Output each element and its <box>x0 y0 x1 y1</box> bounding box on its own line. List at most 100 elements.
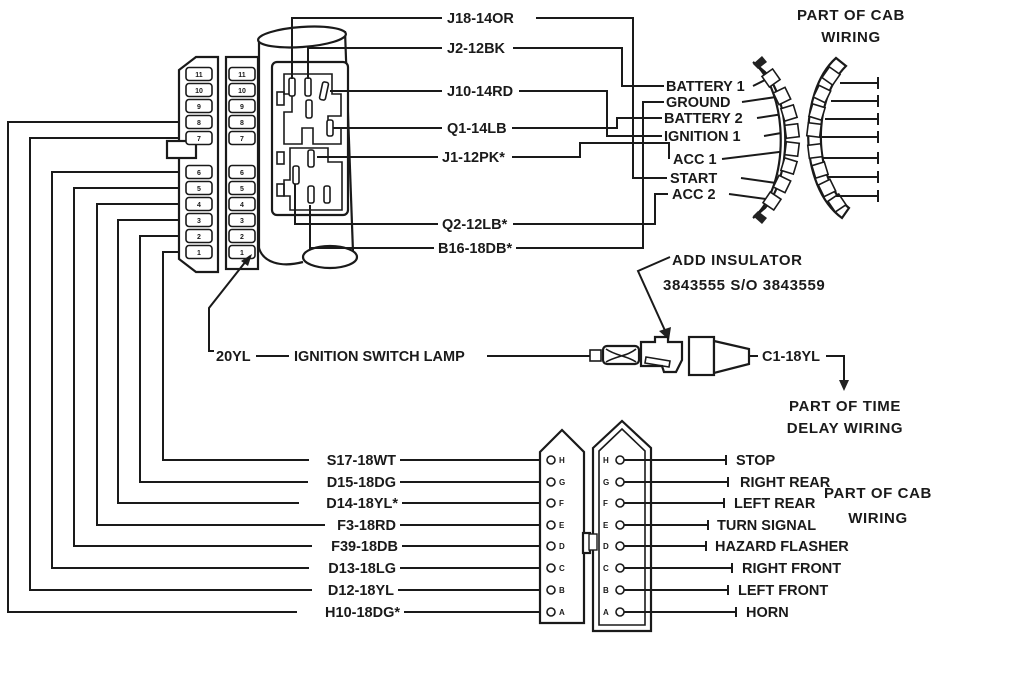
arc-key-tab <box>753 211 767 224</box>
switch-terminal-labels: BATTERY 1 GROUND BATTERY 2 IGNITION 1 AC… <box>664 79 788 203</box>
harness-wire-labels: S17-18WT D15-18DG D14-18YL* F3-18RD F39-… <box>325 453 547 621</box>
harness-label-d13: D13-18LG <box>328 561 396 577</box>
pin-number: 8 <box>197 120 201 127</box>
wire-label-j18: J18-14OR <box>447 11 514 27</box>
lamp-lead-label: C1-18YL <box>762 349 820 365</box>
pin-number: 9 <box>240 104 244 111</box>
harness-label-d15: D15-18DG <box>327 475 396 491</box>
terminal-acc-1: ACC 1 <box>673 152 717 168</box>
pin-number: 6 <box>240 170 244 177</box>
column-connector-block <box>270 60 350 217</box>
ignition-lamp-chain: 20YL IGNITION SWITCH LAMP C1-18YL <box>208 254 849 391</box>
pin-number: 8 <box>240 120 244 127</box>
pin-letter: A <box>603 608 609 617</box>
pin-letter: G <box>603 478 609 487</box>
lamp-terminal <box>589 349 602 362</box>
pin-letter: D <box>603 542 609 551</box>
terminal-acc-2: ACC 2 <box>672 187 716 203</box>
cab-wiring-caption-bottom: PART OF CAB WIRING <box>824 485 932 527</box>
harness-label-h10: H10-18DG* <box>325 605 400 621</box>
harness-label-f39: F39-18DB <box>331 539 398 555</box>
pin-number: 7 <box>240 136 244 143</box>
wire-label-j2: J2-12BK <box>447 41 506 57</box>
terminal-battery-1: BATTERY 1 <box>666 79 745 95</box>
harness-label-f3: F3-18RD <box>337 518 396 534</box>
circuit-left-rear: LEFT REAR <box>734 496 816 512</box>
wire-label-q1: Q1-14LB <box>447 121 507 137</box>
time-delay-caption: PART OF TIME DELAY WIRING <box>787 398 903 437</box>
pin-letter: B <box>559 586 565 595</box>
pin-number: 9 <box>197 104 201 111</box>
pin-number: 4 <box>197 202 201 209</box>
bulkhead-connector-2: 11 10 9 8 7 6 5 4 3 2 1 <box>224 55 260 271</box>
lamp-plug <box>712 339 751 375</box>
arrowhead <box>839 380 849 391</box>
note-line: ADD INSULATOR <box>672 252 803 269</box>
circuit-hazard-flasher: HAZARD FLASHER <box>715 539 849 555</box>
wire-label-j1: J1-12PK* <box>442 150 505 166</box>
pin-number: 1 <box>197 250 201 257</box>
pin-letter: E <box>559 521 565 530</box>
pin-number: 3 <box>240 218 244 225</box>
pin-letter: A <box>559 608 565 617</box>
pin-number: 10 <box>238 88 246 95</box>
circuit-left-front: LEFT FRONT <box>738 583 828 599</box>
pin-letter: G <box>559 478 565 487</box>
pin-letter: E <box>603 521 609 530</box>
pin-letter: B <box>603 586 609 595</box>
pin-letter: F <box>603 499 608 508</box>
circuit-stop: STOP <box>736 453 776 469</box>
pin-number: 11 <box>195 72 203 79</box>
pin-number: 1 <box>240 250 244 257</box>
wire-label-b16: B16-18DB* <box>438 241 512 257</box>
pin-number: 6 <box>197 170 201 177</box>
pin-number: 5 <box>240 186 244 193</box>
steering-column <box>257 25 359 270</box>
pin-letter: H <box>559 456 565 465</box>
pin-letter: H <box>603 456 609 465</box>
caption-line: DELAY WIRING <box>787 420 903 437</box>
caption-line: WIRING <box>848 510 907 527</box>
lamp-socket-body <box>687 335 716 377</box>
pin-number: 10 <box>195 88 203 95</box>
pin-letter: C <box>603 564 609 573</box>
lamp-wire-label: 20YL <box>216 349 251 365</box>
pin-letter: F <box>559 499 564 508</box>
arc-connector-left <box>752 56 801 224</box>
pin-number: 5 <box>197 186 201 193</box>
harness-label-d14: D14-18YL* <box>326 496 398 512</box>
pin-number: 11 <box>238 72 246 79</box>
pin-number: 2 <box>197 234 201 241</box>
circuit-turn-signal: TURN SIGNAL <box>717 518 816 534</box>
insulator-note: ADD INSULATOR 3843555 S/O 3843559 <box>636 252 825 340</box>
terminal-ground: GROUND <box>666 95 730 111</box>
circuit-right-rear: RIGHT REAR <box>740 475 831 491</box>
cab-wire-leads <box>822 77 879 202</box>
terminal-start: START <box>670 171 717 187</box>
terminal-ignition-1: IGNITION 1 <box>664 129 741 145</box>
cab-wiring-caption-top: PART OF CAB WIRING <box>797 7 905 46</box>
caption-line: PART OF CAB <box>797 7 905 24</box>
note-line: 3843555 S/O 3843559 <box>663 277 825 294</box>
caption-line: PART OF TIME <box>789 398 901 415</box>
column-wires: J18-14OR J2-12BK J10-14RD Q1-14LB J1-12P… <box>291 11 670 257</box>
wire-label-j10: J10-14RD <box>447 84 513 100</box>
arc-connector-right <box>805 56 879 220</box>
pin-number: 2 <box>240 234 244 241</box>
circuit-horn: HORN <box>746 605 789 621</box>
circuit-labels: STOP RIGHT REAR LEFT REAR TURN SIGNAL HA… <box>624 453 849 621</box>
connector-key-notch <box>588 533 598 551</box>
circuit-right-front: RIGHT FRONT <box>742 561 841 577</box>
pin-letter: D <box>559 542 565 551</box>
caption-line: WIRING <box>821 29 880 46</box>
pin-letter: C <box>559 564 565 573</box>
caption-line: PART OF CAB <box>824 485 932 502</box>
left-wire-bus <box>7 121 325 613</box>
harness-label-s17: S17-18WT <box>327 453 396 469</box>
insulator-piece <box>639 335 684 374</box>
bulkhead-connector-1: 11 10 9 8 7 6 5 4 3 2 1 <box>165 55 220 274</box>
pin-number: 3 <box>197 218 201 225</box>
pin-number: 7 <box>197 136 201 143</box>
